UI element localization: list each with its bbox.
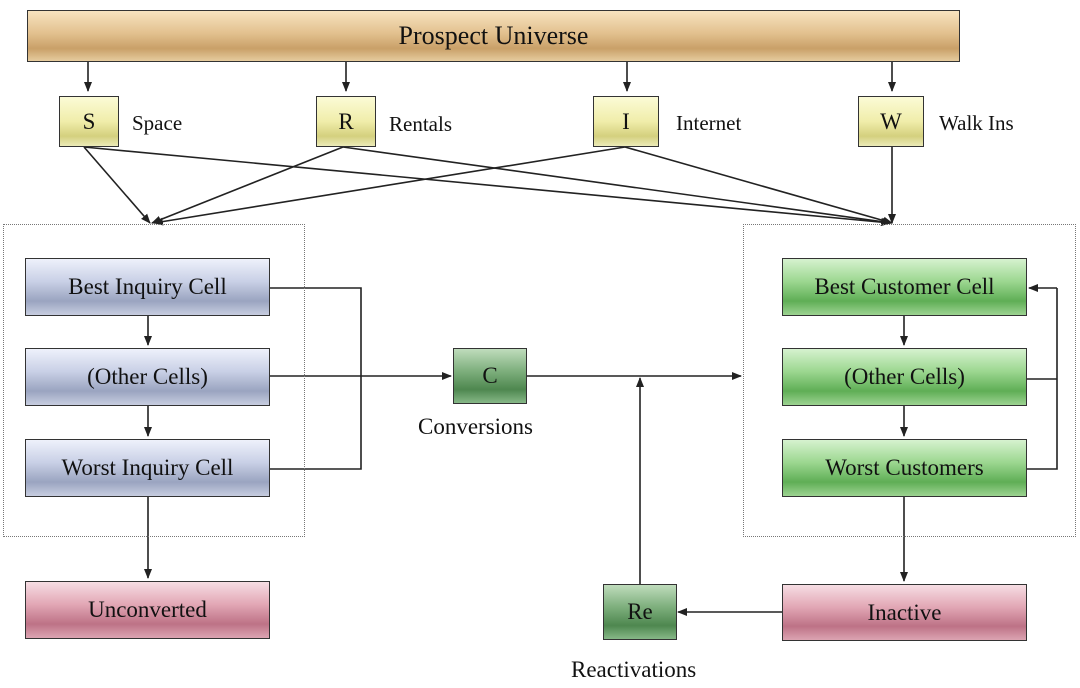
- source-box-walk-ins: W: [858, 96, 924, 147]
- other-inquiry-cells-box: (Other Cells): [25, 348, 270, 406]
- source-box-rentals: R: [316, 96, 376, 147]
- best-customer-cell-box: Best Customer Cell: [782, 258, 1027, 316]
- other-inquiry-cells-label: (Other Cells): [87, 364, 208, 389]
- conversions-code: C: [482, 363, 498, 388]
- source-label-walk-ins: Walk Ins: [939, 111, 1014, 135]
- worst-customers-box: Worst Customers: [782, 439, 1027, 497]
- unconverted-label: Unconverted: [88, 597, 207, 622]
- source-code-rentals: R: [338, 108, 354, 134]
- source-label-rentals: Rentals: [389, 112, 452, 136]
- best-inquiry-cell-box: Best Inquiry Cell: [25, 258, 270, 316]
- source-box-internet: I: [593, 96, 659, 147]
- source-label-internet: Internet: [676, 111, 742, 135]
- reactivations-box: Re: [603, 584, 677, 640]
- prospect-universe-box: Prospect Universe: [27, 10, 960, 62]
- worst-customers-label: Worst Customers: [825, 455, 984, 480]
- other-customer-cells-label: (Other Cells): [844, 364, 965, 389]
- customer-group-frame: [743, 224, 1076, 537]
- best-inquiry-cell-label: Best Inquiry Cell: [68, 274, 227, 299]
- source-code-internet: I: [622, 108, 630, 134]
- inquiry-group-frame: [3, 224, 305, 537]
- unconverted-box: Unconverted: [25, 581, 270, 639]
- inactive-label: Inactive: [867, 599, 942, 625]
- prospect-universe-label: Prospect Universe: [398, 21, 589, 50]
- worst-inquiry-cell-label: Worst Inquiry Cell: [61, 455, 234, 480]
- reactivations-label: Reactivations: [571, 657, 697, 682]
- source-box-space: S: [59, 96, 119, 147]
- other-customer-cells-box: (Other Cells): [782, 348, 1027, 406]
- conversions-box: C: [453, 348, 527, 404]
- conversions-label: Conversions: [418, 414, 533, 439]
- source-code-space: S: [82, 108, 96, 134]
- worst-inquiry-cell-box: Worst Inquiry Cell: [25, 439, 270, 497]
- reactivations-code: Re: [627, 599, 653, 624]
- source-label-space: Space: [132, 111, 183, 135]
- source-code-walk-ins: W: [880, 108, 902, 134]
- inactive-box: Inactive: [782, 584, 1027, 641]
- best-customer-cell-label: Best Customer Cell: [814, 274, 995, 299]
